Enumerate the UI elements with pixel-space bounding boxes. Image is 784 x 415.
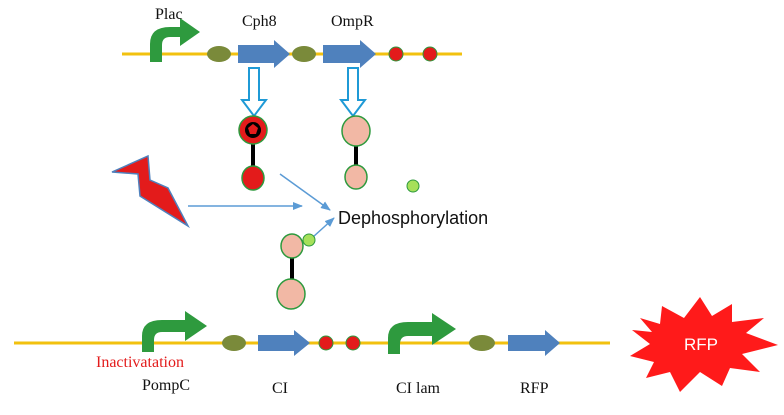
chromophore-icon <box>248 124 258 134</box>
plac-promoter-arrow <box>150 18 200 62</box>
free-phosphate <box>406 179 420 193</box>
terminator-3 <box>318 335 334 351</box>
cph8-protein-tail <box>241 165 265 191</box>
rbs-cph8 <box>207 46 231 62</box>
terminator-1 <box>388 46 404 62</box>
ompr-expression-arrow <box>339 67 367 118</box>
cph8-gene-arrow <box>238 40 290 68</box>
ompr-label: OmpR <box>331 13 374 30</box>
pompc-promoter-arrow <box>142 311 207 352</box>
inactivation-label: Inactivatation <box>96 354 184 371</box>
cph8-label: Cph8 <box>242 13 277 30</box>
dephosphorylation-label: Dephosphorylation <box>338 208 489 228</box>
rfp-burst-label: RFP <box>684 335 718 354</box>
rbs-rfp <box>469 335 495 351</box>
ompr-protein-tail <box>344 164 368 190</box>
cph8-expression-arrow <box>240 67 268 118</box>
ci-gene-arrow <box>258 330 310 356</box>
terminator-2 <box>422 46 438 62</box>
rfp-gene-arrow <box>508 330 560 356</box>
phospho-ompr-to-dephos-arrow <box>312 217 335 238</box>
plac-label: Plac <box>155 6 183 23</box>
ci-label: CI <box>272 380 288 397</box>
rbs-ci <box>222 335 246 351</box>
phospho-ompr-head <box>280 233 304 259</box>
ci-lam-promoter-arrow <box>388 313 456 354</box>
ompr-gene-arrow <box>323 40 376 68</box>
terminator-4 <box>345 335 361 351</box>
pompc-label: PompC <box>142 377 191 394</box>
ompr-protein-head <box>341 115 371 147</box>
lightning-icon <box>111 154 190 229</box>
phospho-ompr-tail <box>276 278 306 310</box>
rfp-burst-icon <box>630 297 778 392</box>
cph8-to-dephos-arrow <box>279 173 331 211</box>
bound-phosphate <box>302 233 316 247</box>
rbs-ompr <box>292 46 316 62</box>
ci-lam-label: CI lam <box>396 380 440 397</box>
rfp-gene-label: RFP <box>520 380 549 397</box>
